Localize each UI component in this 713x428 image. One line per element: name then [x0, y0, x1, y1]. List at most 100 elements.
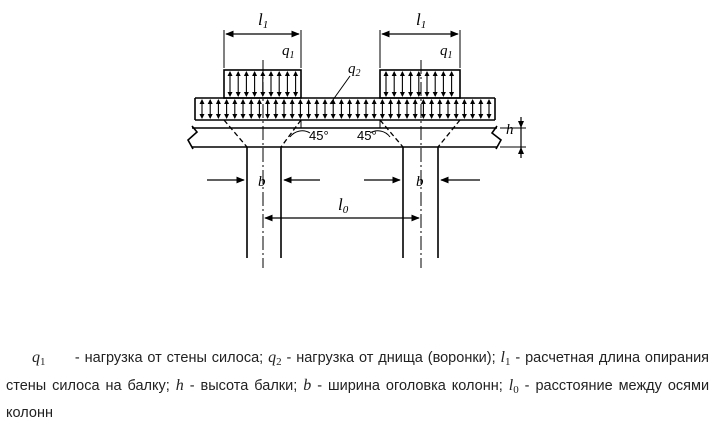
load-arrowhead: [322, 99, 328, 104]
load-arrowhead: [424, 92, 430, 97]
load-arrowhead: [289, 114, 295, 119]
load-arrowhead: [449, 71, 455, 76]
load-arrowhead: [232, 114, 238, 119]
load-arrowhead: [322, 114, 328, 119]
load-arrowhead: [478, 99, 484, 104]
load-arrowhead: [207, 99, 213, 104]
load-arrowhead: [388, 99, 394, 104]
haunch-right-a: [379, 119, 404, 148]
load-arrowhead: [445, 114, 451, 119]
load-arrowhead: [363, 114, 369, 119]
load-arrowhead: [227, 71, 233, 76]
load-arrowhead: [461, 114, 467, 119]
legend-l1-text: - расчетная длина опирания стены силоса …: [6, 350, 710, 394]
load-arrowhead: [347, 99, 353, 104]
load-arrowhead: [276, 71, 282, 76]
load-arrowhead: [281, 99, 287, 104]
load-arrowhead: [227, 92, 233, 97]
load-arrowhead: [355, 99, 361, 104]
load-arrowhead: [388, 114, 394, 119]
label-q1-left: q1: [282, 43, 295, 61]
label-angle-right: 45°: [357, 128, 377, 143]
load-arrowhead: [449, 92, 455, 97]
angle-arc-right: [369, 130, 391, 138]
legend-l0-text: - расстояние между осями колонн: [6, 378, 710, 421]
load-arrowhead: [297, 114, 303, 119]
load-arrowhead: [256, 99, 262, 104]
load-arrowhead: [379, 114, 385, 119]
load-arrowhead: [252, 92, 258, 97]
label-l1-left: l1: [258, 10, 268, 31]
load-arrowhead: [470, 114, 476, 119]
load-arrowhead: [293, 92, 299, 97]
load-arrowhead: [235, 71, 241, 76]
legend-q2-symbol: q2: [268, 349, 282, 368]
load-arrowhead: [260, 71, 266, 76]
load-arrowhead: [268, 92, 274, 97]
load-arrowhead: [330, 114, 336, 119]
load-arrowhead: [232, 99, 238, 104]
load-arrowhead: [470, 99, 476, 104]
load-arrowhead: [248, 99, 254, 104]
load-arrowhead: [429, 114, 435, 119]
load-arrowhead: [207, 114, 213, 119]
load-arrowhead: [284, 71, 290, 76]
label-angle-left: 45°: [309, 128, 329, 143]
load-arrowhead: [240, 99, 246, 104]
load-arrowhead: [486, 99, 492, 104]
label-b-left: b: [258, 174, 266, 190]
load-arrowhead: [371, 114, 377, 119]
load-arrowhead: [355, 114, 361, 119]
legend-q1-symbol: q1: [32, 349, 46, 368]
load-arrowhead: [199, 114, 205, 119]
legend-q1-text: - нагрузка от стены силоса;: [74, 350, 264, 366]
load-arrowhead: [404, 99, 410, 104]
load-arrowhead: [252, 71, 258, 76]
load-arrowhead: [243, 92, 249, 97]
legend-b-symbol: b: [303, 377, 312, 394]
beam-load-diagram: l1 l1 q1 q1 q2 45° 45° h b b l0: [186, 10, 526, 268]
load-arrowhead: [399, 92, 405, 97]
load-arrowhead: [243, 71, 249, 76]
load-arrowhead: [379, 99, 385, 104]
label-l1-right: l1: [416, 10, 426, 31]
load-arrowhead: [437, 99, 443, 104]
legend-q2-text: - нагрузка от днища (воронки);: [286, 350, 496, 366]
legend-h-text: - высота балки;: [189, 378, 298, 394]
load-arrowhead: [215, 99, 221, 104]
load-arrowhead: [408, 92, 414, 97]
load-arrowhead: [412, 99, 418, 104]
load-arrowhead: [256, 114, 262, 119]
label-l0: l0: [338, 195, 349, 216]
load-arrowhead: [416, 71, 422, 76]
load-arrowhead: [235, 92, 241, 97]
load-arrowhead: [416, 92, 422, 97]
load-arrowhead: [453, 114, 459, 119]
load-arrowhead: [276, 92, 282, 97]
haunch-left-b: [280, 119, 302, 148]
beam-right-break: [490, 125, 503, 150]
q1-load-block-right: [379, 69, 461, 99]
load-arrowhead: [306, 99, 312, 104]
load-arrowhead: [284, 92, 290, 97]
load-arrowhead: [314, 114, 320, 119]
load-arrowhead: [404, 114, 410, 119]
load-arrowhead: [429, 99, 435, 104]
load-arrowhead: [289, 99, 295, 104]
load-arrowhead: [383, 71, 389, 76]
load-arrowhead: [265, 114, 271, 119]
load-arrowhead: [293, 71, 299, 76]
load-arrowhead: [461, 99, 467, 104]
load-arrowhead: [347, 114, 353, 119]
load-arrowhead: [432, 92, 438, 97]
load-arrowhead: [486, 114, 492, 119]
load-arrowhead: [330, 99, 336, 104]
load-arrowhead: [383, 92, 389, 97]
legend-h-symbol: h: [175, 377, 184, 394]
load-arrowhead: [453, 99, 459, 104]
haunch-left-a: [223, 119, 248, 148]
load-arrowhead: [420, 114, 426, 119]
load-arrowhead: [338, 114, 344, 119]
load-arrowhead: [437, 114, 443, 119]
load-arrowhead: [391, 71, 397, 76]
